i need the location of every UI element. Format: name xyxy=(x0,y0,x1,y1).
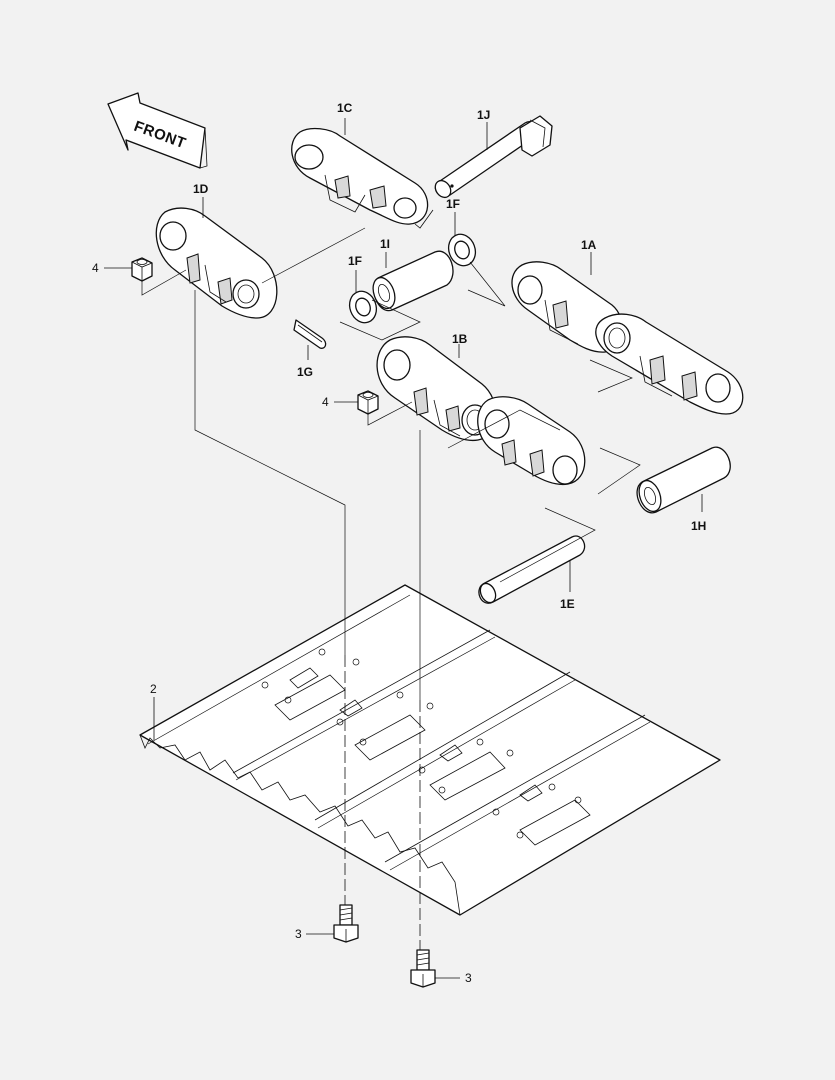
label-2: 2 xyxy=(150,682,157,696)
label-1i: 1I xyxy=(380,237,390,251)
link-1a xyxy=(511,261,744,415)
pin-1j xyxy=(434,115,553,199)
label-3-right: 3 xyxy=(465,971,472,985)
label-3-left: 3 xyxy=(295,927,302,941)
label-1f-top: 1F xyxy=(446,197,460,211)
link-1d xyxy=(155,207,278,319)
track-shoes-2 xyxy=(139,584,721,916)
label-1b: 1B xyxy=(452,332,468,346)
seal-1f-left xyxy=(348,290,378,324)
link-1c xyxy=(291,127,434,229)
bolt-3-right xyxy=(410,949,436,988)
seal-1f-top xyxy=(447,233,477,267)
bolt-3-left xyxy=(333,904,359,943)
label-1d: 1D xyxy=(193,182,209,196)
leader-lines xyxy=(104,118,703,979)
label-4-mid: 4 xyxy=(322,395,329,409)
label-1f-left: 1F xyxy=(348,254,362,268)
label-4-top: 4 xyxy=(92,261,99,275)
label-1h: 1H xyxy=(691,519,706,533)
part-labels: 1C 1J 1D 1F 1I 1F 1A 4 1G 1B 4 1H 1E 2 3… xyxy=(92,101,706,985)
split-pin-1g xyxy=(293,319,327,349)
link-1b xyxy=(376,336,586,486)
pin-1e xyxy=(478,535,586,604)
label-1j: 1J xyxy=(477,108,490,122)
label-1g: 1G xyxy=(297,365,313,379)
front-arrow: FRONT xyxy=(107,92,208,169)
nut-4-top xyxy=(131,257,153,282)
label-1e: 1E xyxy=(560,597,575,611)
bushing-1h xyxy=(636,446,731,514)
nut-4-mid xyxy=(357,390,379,415)
label-1c: 1C xyxy=(337,101,353,115)
bushing-1i xyxy=(372,250,454,312)
label-1a: 1A xyxy=(581,238,597,252)
